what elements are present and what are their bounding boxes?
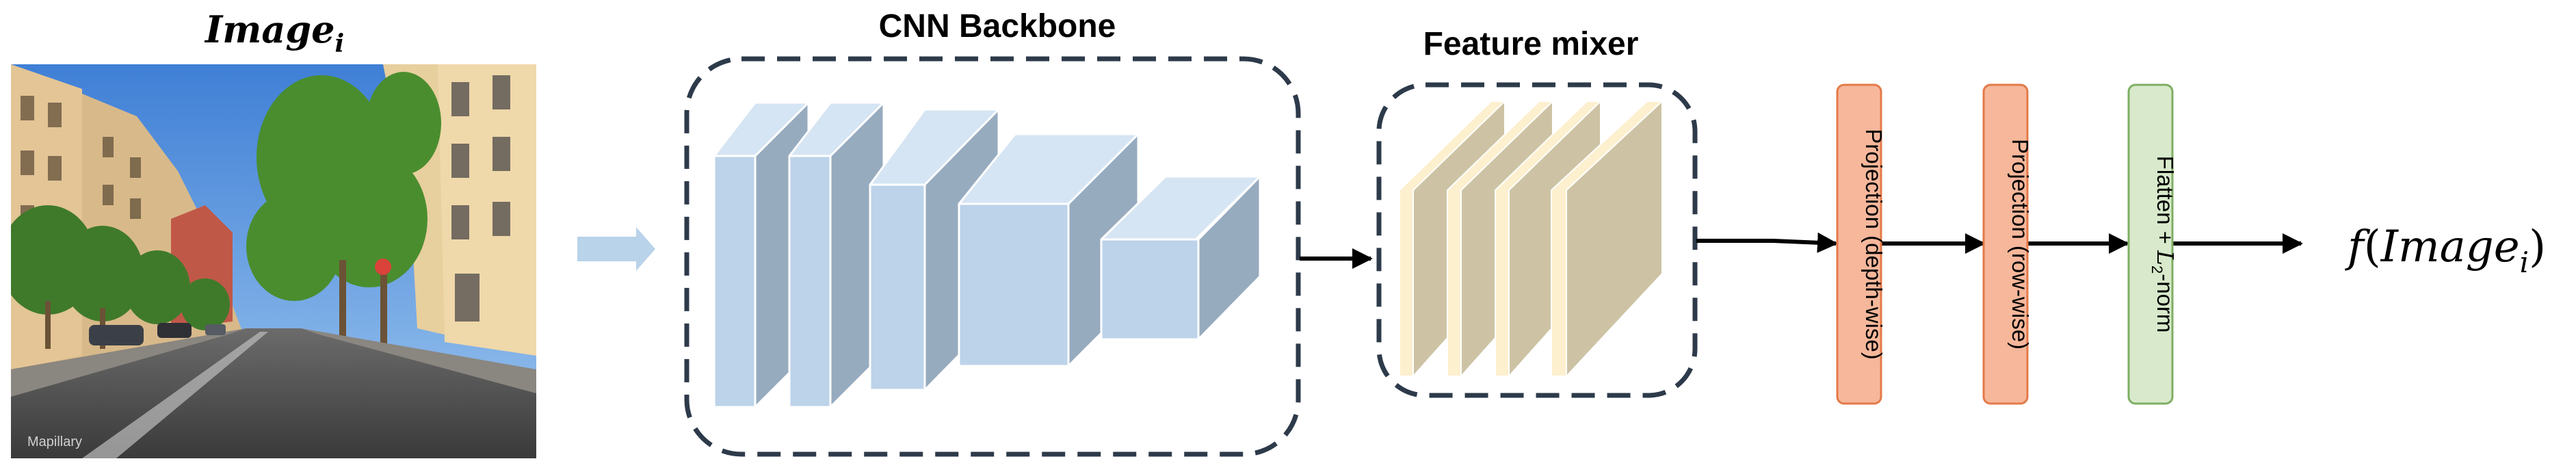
backbone-dashed-box	[684, 56, 1301, 457]
arrow-mixer-to-projection-depth	[1696, 232, 1838, 253]
output-label: f(Imagei)	[2345, 222, 2546, 279]
mixer-layers	[1399, 99, 1663, 378]
backbone-cubes	[713, 101, 1261, 408]
mixer-dashed-box	[1376, 82, 1698, 398]
input-arrow	[577, 227, 655, 271]
projection-row-label: Projection (row-wise)	[2008, 139, 2033, 350]
projection-depth-label: Projection (depth-wise)	[1861, 129, 1887, 359]
flatten-norm-label: Flatten + L2-norm	[2148, 156, 2179, 333]
input-image-title: Imagei	[204, 8, 344, 58]
projection-row-block: Projection (row-wise)	[1982, 83, 2033, 405]
projection-depth-block: Projection (depth-wise)	[1836, 83, 1887, 405]
backbone-title: CNN Backbone	[879, 8, 1116, 44]
input-street-photo: Mapillary	[11, 64, 536, 458]
photo-watermark: Mapillary	[27, 434, 82, 449]
flatten-norm-block: Flatten + L2-norm	[2127, 83, 2179, 405]
mixer-title: Feature mixer	[1423, 26, 1639, 62]
mixer-layer	[1551, 99, 1663, 378]
backbone-cube	[1100, 175, 1261, 341]
